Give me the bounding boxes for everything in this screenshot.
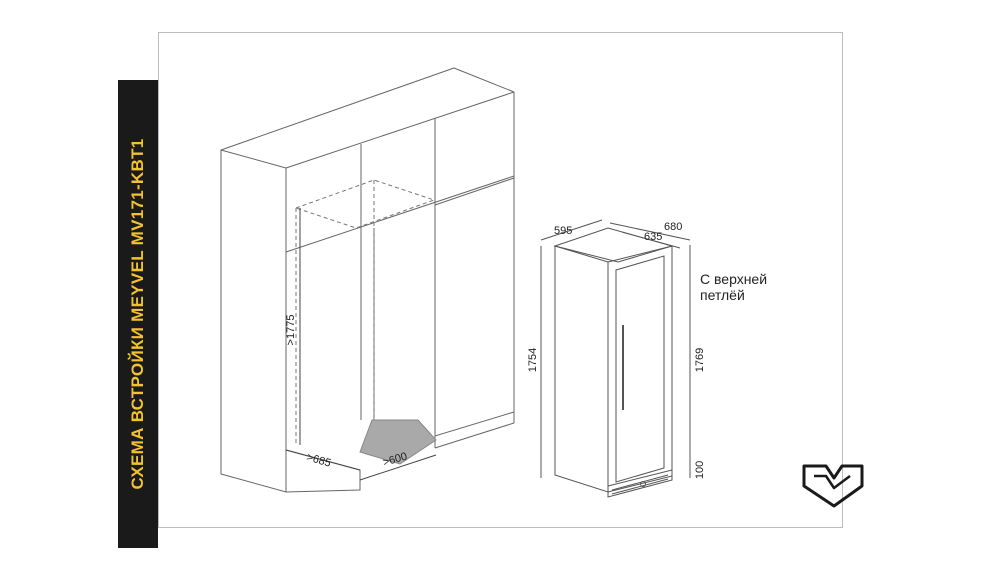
appliance-plinth-grille	[607, 469, 673, 498]
appliance-door	[607, 245, 673, 493]
cabinet-top-front	[285, 91, 515, 169]
hinge-note-line1: С верхней	[700, 271, 767, 287]
cabinet-dimensions	[285, 208, 437, 481]
niche-top-dashed	[294, 179, 436, 229]
niche-outline	[294, 179, 436, 445]
cabinet-top-edge	[220, 67, 455, 151]
diagram-frame	[158, 32, 843, 528]
depth-dimension-line	[285, 449, 361, 471]
width-dimension-line	[359, 454, 437, 481]
appliance-height-label: 1754	[527, 348, 539, 372]
mezzanine-line	[285, 175, 515, 253]
appliance-depth-label: 680	[664, 221, 682, 233]
cabinet-height-label: >1775	[285, 315, 297, 346]
appliance-width-label: 595	[554, 225, 572, 237]
hinge-note-line2: петлёй	[700, 287, 745, 303]
appliance-dimensions	[540, 219, 691, 478]
appliance-side	[554, 245, 609, 493]
width-dimension-line	[540, 219, 603, 241]
depth-inner-dimension-line	[621, 231, 681, 249]
grille-line	[611, 474, 669, 491]
appliance-drawing	[553, 227, 674, 498]
right-plinth-bottom	[434, 422, 515, 449]
appliance-depth-inner-label: 635	[644, 231, 662, 243]
niche-floor	[359, 419, 437, 465]
cabinet-depth-label: >685	[305, 451, 332, 469]
appliance-door-glass	[615, 255, 665, 483]
grille-line	[611, 478, 669, 495]
cabinet-top-back	[453, 67, 515, 93]
side-banner: СХЕМА ВСТРОЙКИ MEYVEL MV171-KBT1	[118, 80, 158, 548]
right-cabinet	[434, 177, 515, 437]
appliance-plinth-label: 100	[694, 461, 706, 479]
depth-dimension-line	[609, 222, 691, 241]
cabinet-drawing	[220, 67, 515, 493]
control-knob-icon	[640, 481, 646, 487]
appliance-total-height-label: 1769	[694, 348, 706, 372]
brand-logo-icon	[802, 464, 864, 508]
left-cabinet	[220, 149, 287, 493]
